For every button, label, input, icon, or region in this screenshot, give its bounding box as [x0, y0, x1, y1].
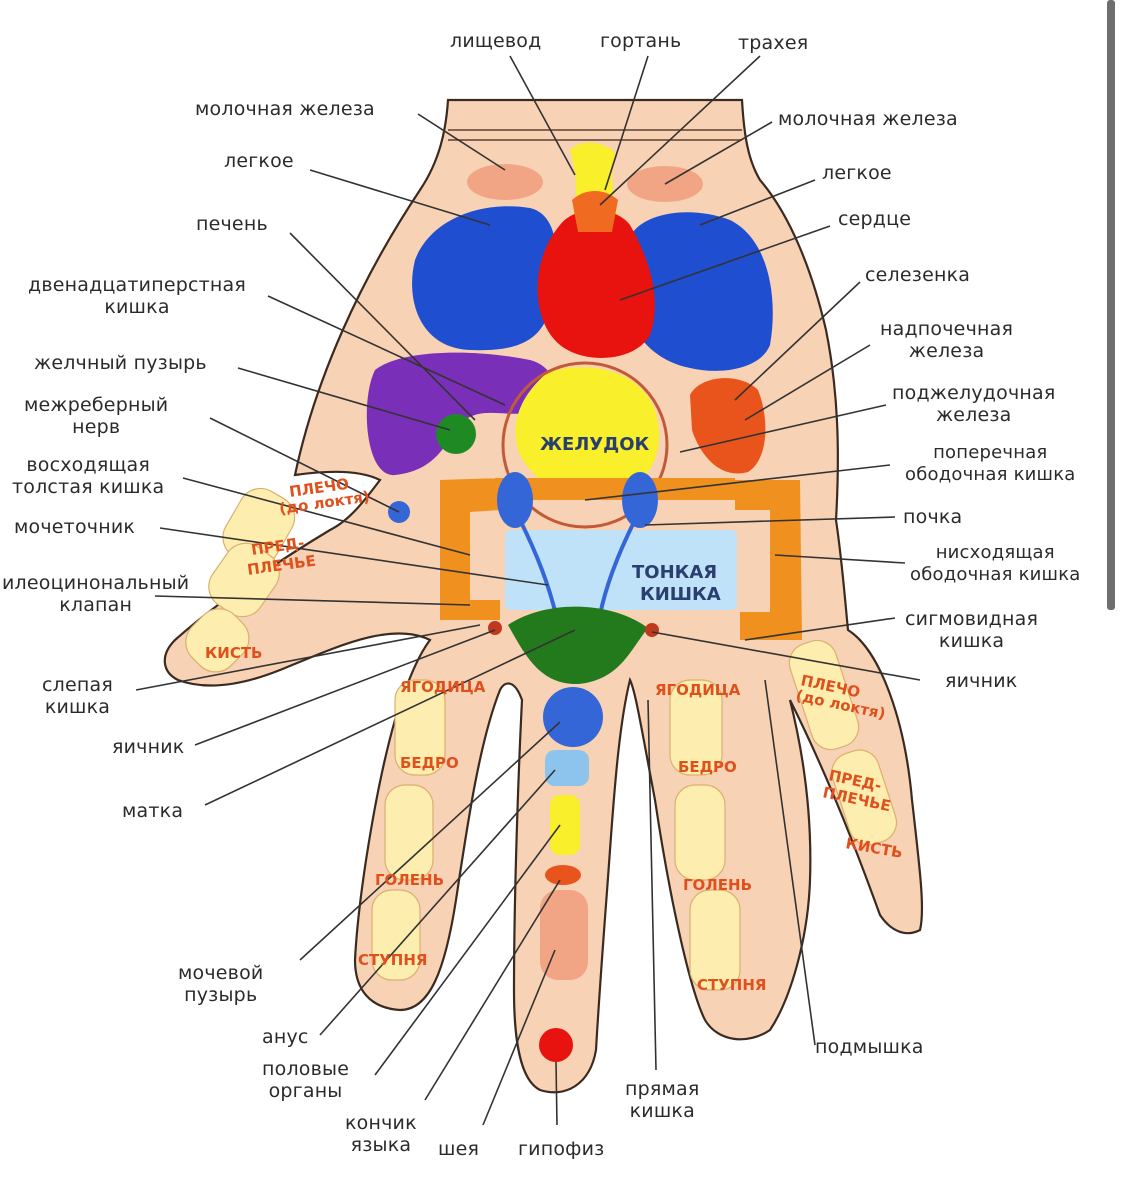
uterus-shape — [508, 606, 648, 685]
label-cecum: слепая кишка — [42, 674, 113, 718]
liver-shape — [366, 352, 554, 476]
bladder-dot — [543, 687, 603, 747]
ovary-right-dot — [488, 621, 502, 635]
label-descending-colon: нисходящая ободочная кишка — [910, 542, 1081, 585]
label-ovary-left: яичник — [945, 670, 1018, 692]
small-intestine-label-1: ТОНКАЯ — [632, 562, 717, 583]
label-kidney: почка — [903, 506, 963, 528]
label-trachea: трахея — [738, 32, 809, 54]
mammary-gland-left — [467, 164, 543, 200]
stomach-ring — [501, 361, 669, 529]
lung-right — [621, 212, 773, 371]
label-lung-left: легкое — [224, 150, 294, 172]
stomach-shape — [515, 367, 660, 496]
kidney-left — [497, 472, 533, 528]
label-larynx: гортань — [600, 30, 682, 52]
stomach-label: ЖЕЛУДОК — [540, 434, 649, 455]
label-esophagus: лищевод — [450, 30, 542, 52]
label-neck: шея — [438, 1138, 480, 1160]
label-spleen: селезенка — [865, 264, 971, 286]
label-ileocecal: илеоцинональный клапан — [2, 572, 190, 616]
zone-index-foot: СТУПНЯ — [358, 951, 427, 969]
lung-left — [412, 206, 557, 351]
small-intestine-label-2: КИШКА — [640, 584, 721, 605]
heart-shape — [537, 210, 655, 358]
label-heart: сердце — [838, 208, 912, 230]
label-uterus: матка — [122, 800, 184, 822]
kidney-right — [622, 472, 658, 528]
label-transverse-colon: поперечная ободочная кишка — [905, 442, 1076, 485]
label-mammary-right: молочная железа — [778, 108, 958, 130]
finger-bones — [185, 487, 898, 991]
zone-labels: ПЛЕЧО (до локтя) ПРЕД- ПЛЕЧЬЕ КИСТЬ ЯГОД… — [205, 475, 904, 994]
spleen-shape — [690, 378, 766, 474]
label-armpit: подмышка — [815, 1036, 924, 1058]
ureter-left — [518, 519, 558, 616]
zone-thumb-hand: КИСТЬ — [205, 644, 263, 662]
neck-point — [540, 890, 588, 980]
colon-shape — [440, 478, 802, 640]
label-sigmoid: сигмовидная кишка — [905, 608, 1039, 652]
ureter-right — [598, 519, 637, 616]
zone-ring-foot: СТУПНЯ — [697, 976, 766, 994]
zone-index-shin: ГОЛЕНЬ — [375, 871, 444, 889]
zone-ring-buttock: ЯГОДИЦА — [655, 681, 741, 699]
leader-lines — [135, 55, 921, 1126]
label-rectum: прямая кишка — [625, 1078, 700, 1122]
pituitary-dot — [539, 1028, 573, 1062]
label-liver: печень — [196, 213, 268, 235]
label-anus: анус — [262, 1026, 309, 1048]
tongue-tip-point — [545, 865, 581, 885]
label-ascending-colon: восходящая толстая кишка — [12, 454, 165, 498]
zone-index-buttock: ЯГОДИЦА — [400, 678, 486, 696]
heart-top — [572, 191, 618, 232]
label-tongue-tip: кончик языка — [345, 1112, 417, 1156]
label-pancreas: поджелудочная железа — [892, 382, 1056, 426]
zone-index-thigh: БЕДРО — [400, 754, 459, 772]
small-intestine-shape — [505, 530, 737, 610]
label-ovary-right: яичник — [112, 736, 185, 758]
gallbladder-shape — [436, 414, 476, 454]
ovary-left-dot — [645, 623, 659, 637]
zone-ring-thigh: БЕДРО — [678, 758, 737, 776]
label-lung-right: легкое — [822, 162, 892, 184]
label-gallbladder: желчный пузырь — [34, 352, 207, 374]
zone-ring-shin: ГОЛЕНЬ — [683, 876, 752, 894]
label-duodenum: двенадцатиперстная кишка — [28, 274, 246, 318]
label-mammary-left: молочная железа — [195, 98, 375, 120]
label-ureter: мочеточник — [14, 516, 136, 538]
label-adrenal: надпочечная железа — [880, 318, 1014, 362]
label-bladder: мочевой пузырь — [178, 962, 264, 1006]
anus-point — [545, 750, 589, 786]
label-genitals: половые органы — [262, 1058, 350, 1102]
label-intercostal: межреберный нерв — [24, 394, 169, 438]
scrollbar[interactable] — [1107, 0, 1115, 610]
label-pituitary: гипофиз — [518, 1138, 605, 1160]
genitals-point — [550, 795, 580, 855]
